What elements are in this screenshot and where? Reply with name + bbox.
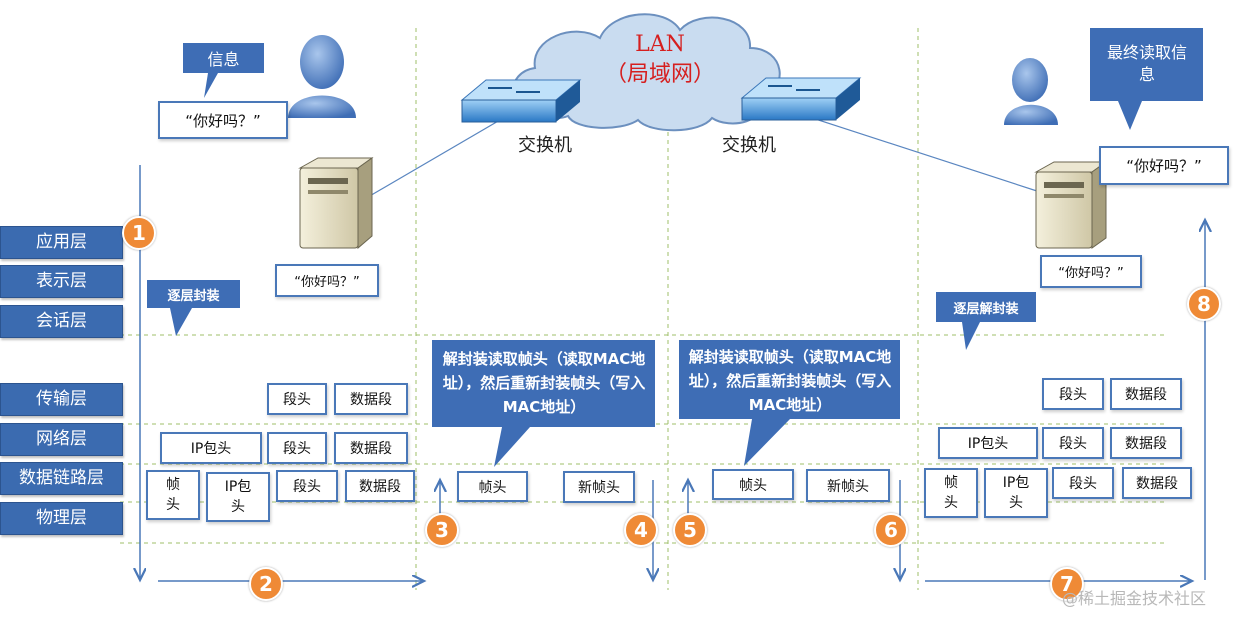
sender-network-seg-head: 段头 [267, 432, 327, 464]
person-icon [288, 35, 356, 118]
step-badge-6: 6 [874, 513, 908, 547]
info-callout-shape [183, 43, 264, 98]
layer-presentation: 表示层 [0, 265, 123, 298]
encap-callout-shape [147, 280, 240, 336]
layer-network: 网络层 [0, 423, 123, 456]
switch2-frame-head: 帧头 [712, 469, 794, 500]
final-callout-shape [1090, 28, 1203, 130]
layer-datalink: 数据链路层 [0, 462, 123, 495]
link-line [367, 119, 501, 198]
step-badge-2: 2 [249, 567, 283, 601]
step-badge-7: 7 [1050, 567, 1084, 601]
layer-session: 会话层 [0, 305, 123, 338]
switch-icon [460, 79, 582, 123]
sender-link-ip-head: IP包头 [206, 472, 270, 522]
switch1-callout-shape [432, 340, 655, 467]
sender-message: “你好吗？” [158, 101, 288, 139]
receiver-server-message: “你好吗？” [1040, 255, 1142, 288]
receiver-transport-seg-head: 段头 [1042, 378, 1104, 410]
server-icon [298, 157, 374, 250]
watermark-text: @稀土掘金技术社区 [1062, 589, 1207, 608]
receiver-link-frame-head: 帧头 [924, 468, 978, 518]
switch-label-right: 交换机 [722, 135, 776, 156]
step-badge-1: 1 [122, 216, 156, 250]
step-badge-8: 8 [1187, 287, 1221, 321]
sender-transport-seg-head: 段头 [267, 383, 327, 415]
step-badge-4: 4 [624, 513, 658, 547]
cloud-subtitle: （局域网） [604, 62, 715, 87]
receiver-network-seg-head: 段头 [1042, 427, 1104, 459]
link-line [799, 113, 1041, 193]
receiver-message: “你好吗？” [1099, 146, 1229, 185]
switch2-new-frame-head: 新帧头 [806, 469, 890, 502]
sender-server-message: “你好吗？” [275, 264, 379, 297]
switch-label-left: 交换机 [518, 135, 572, 156]
sender-link-data: 数据段 [345, 470, 415, 502]
cloud-label: LAN （局域网） [580, 30, 740, 90]
switch1-callout-text: 解封装读取帧头（读取MAC地址），然后重新封装帧头（写入MAC地址） [442, 350, 646, 416]
switch1-frame-head: 帧头 [457, 471, 528, 502]
receiver-network-data: 数据段 [1110, 427, 1182, 459]
decap-callout-text: 逐层解封装 [953, 301, 1019, 317]
sender-transport-data: 数据段 [334, 383, 408, 415]
sender-link-frame-head: 帧头 [146, 470, 200, 520]
server-icon [1034, 161, 1108, 249]
info-callout-text: 信息 [207, 50, 240, 69]
person-icon [1004, 58, 1058, 125]
receiver-network-ip-head: IP包头 [938, 427, 1038, 459]
receiver-link-data: 数据段 [1122, 467, 1192, 499]
layer-application: 应用层 [0, 226, 123, 259]
sender-network-ip-head: IP包头 [160, 432, 262, 464]
encap-callout-text: 逐层封装 [167, 288, 220, 304]
switch2-callout-text: 解封装读取帧头（读取MAC地址），然后重新封装帧头（写入MAC地址） [688, 348, 892, 414]
step-badge-3: 3 [425, 513, 459, 547]
receiver-link-seg-head: 段头 [1052, 467, 1114, 499]
layer-transport: 传输层 [0, 383, 123, 416]
layer-physical: 物理层 [0, 502, 123, 535]
cloud-title: LAN [635, 32, 685, 57]
switch1-new-frame-head: 新帧头 [563, 471, 635, 503]
sender-link-seg-head: 段头 [276, 470, 338, 502]
receiver-link-ip-head: IP包头 [984, 468, 1048, 518]
final-callout-text: 最终读取信息 [1106, 43, 1187, 84]
switch-icon [740, 77, 862, 121]
decap-callout-shape [936, 292, 1036, 350]
switch2-callout-shape [679, 340, 900, 466]
sender-network-data: 数据段 [334, 432, 408, 464]
step-badge-5: 5 [673, 513, 707, 547]
receiver-transport-data: 数据段 [1110, 378, 1182, 410]
